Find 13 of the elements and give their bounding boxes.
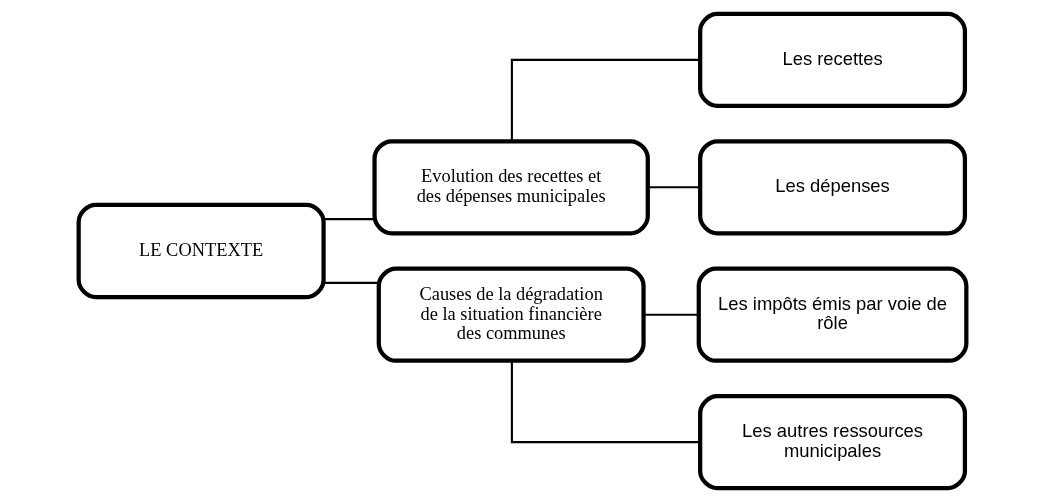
node-box: LE CONTEXTE — [76, 202, 326, 300]
node-box: Les recettes — [697, 11, 967, 108]
connector — [510, 361, 700, 444]
connector — [323, 218, 374, 221]
connector — [323, 281, 378, 284]
node-box: Les autres ressources municipales — [697, 394, 967, 491]
connector — [510, 58, 700, 141]
connector — [647, 186, 700, 189]
node-box: Causes de la dégradation de la situation financière des communes — [376, 266, 646, 363]
node-box: Les dépenses — [697, 139, 967, 236]
connector — [643, 313, 699, 316]
node-box: Evolution des recettes et des dépenses municipales — [371, 139, 650, 236]
node-box: Les impôts émis par voie de rôle — [696, 266, 968, 363]
